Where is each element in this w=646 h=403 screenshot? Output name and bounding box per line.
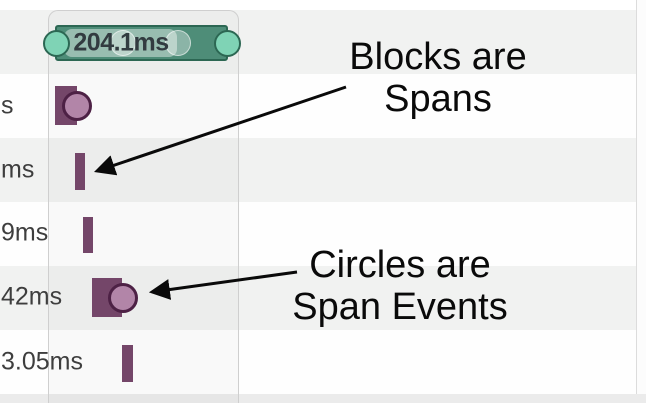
annotation-line: Circles are [309, 244, 491, 286]
row-duration-label: 3.05ms [1, 347, 83, 376]
span-block[interactable] [75, 153, 85, 190]
row-duration-label: 9ms [1, 218, 49, 247]
scrollbar-gutter[interactable] [636, 0, 646, 394]
annotation-line: Blocks are [349, 36, 527, 78]
span-block[interactable] [83, 217, 93, 253]
timeline-column-panel [48, 10, 239, 403]
annotation-blocks-are-spans: Blocks are Spans [349, 36, 526, 120]
annotation-circles-are-span-events: Circles are Span Events [292, 244, 507, 328]
selection-ghost-handle-left[interactable] [110, 30, 136, 56]
span-event-circle[interactable] [62, 91, 92, 121]
selection-ghost-handle-right[interactable] [165, 30, 191, 56]
bottom-strip [0, 394, 646, 403]
span-block[interactable] [122, 345, 133, 382]
annotation-line: Spans [384, 78, 492, 120]
row-stripe [0, 202, 636, 266]
row-duration-label: s [1, 91, 14, 120]
selection-duration-label: 204.1ms [73, 28, 169, 57]
row-stripe [0, 330, 636, 394]
annotation-line: Span Events [292, 286, 508, 328]
row-duration-label: ms [1, 155, 35, 184]
selection-drag-handle-left[interactable] [42, 29, 70, 57]
row-duration-label: 42ms [1, 282, 63, 311]
selection-drag-handle-right[interactable] [213, 29, 241, 57]
span-event-circle[interactable] [108, 283, 138, 313]
